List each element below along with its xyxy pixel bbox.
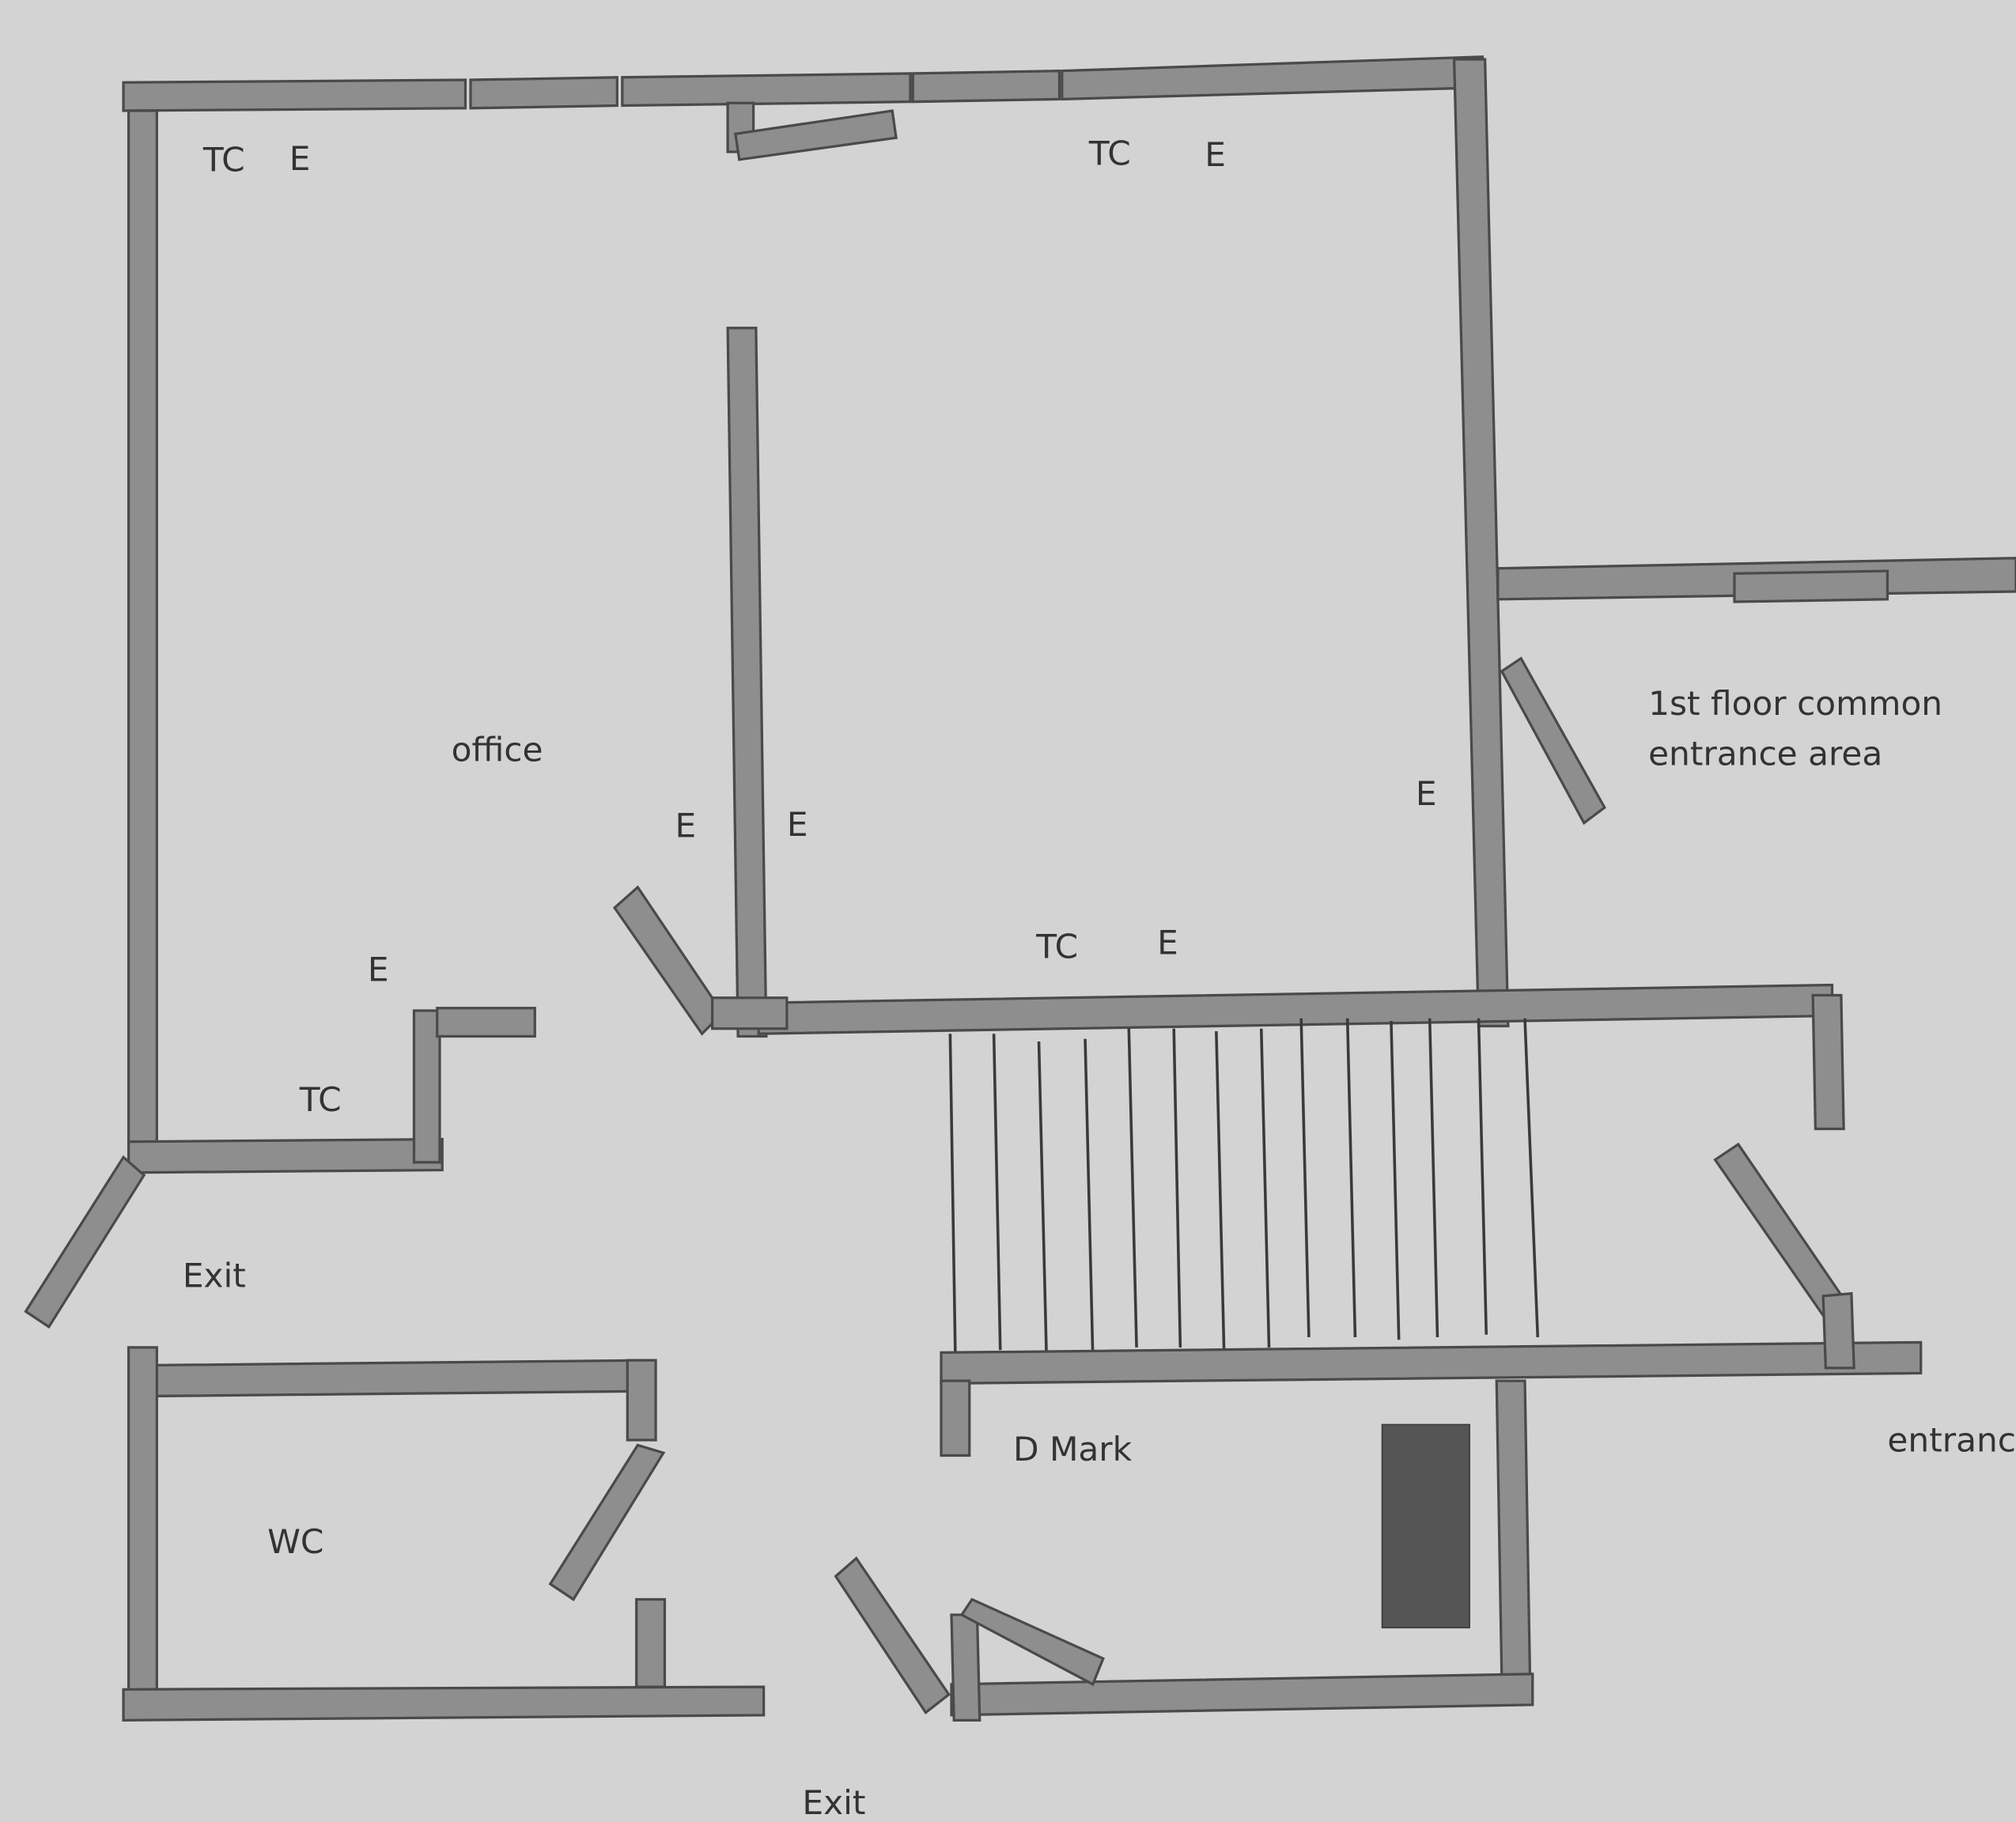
exit-door [24, 1155, 146, 1329]
nook-top [436, 1007, 536, 1038]
label-common-area-2: entrance area [1648, 734, 1882, 773]
wc-left-wall [127, 1346, 158, 1694]
label-e: E [1416, 774, 1437, 813]
label-exit: Exit [183, 1256, 246, 1295]
label-e: E [675, 807, 696, 845]
dmark-door [959, 1597, 1105, 1687]
staircase [948, 1018, 1540, 1361]
wc-stub [635, 1597, 667, 1688]
label-tc: TC [1035, 927, 1078, 966]
exit-door-2 [834, 1556, 951, 1714]
label-e: E [368, 951, 389, 989]
left-wall [127, 109, 158, 1146]
entrance-door [1713, 1142, 1851, 1321]
label-office: office [452, 731, 543, 769]
label-tc: TC [202, 140, 245, 179]
label-wc: WC [267, 1522, 323, 1561]
common-window [1733, 569, 1889, 603]
label-tc: TC [299, 1080, 342, 1119]
label-exit: Exit [802, 1783, 865, 1822]
dmark-post [940, 1379, 971, 1457]
partition-wall [726, 327, 768, 1038]
label-e: E [289, 139, 311, 178]
nook-wall [127, 1137, 444, 1174]
label-e: E [1157, 923, 1178, 962]
wc-door [548, 1443, 666, 1601]
nook-post [412, 1009, 441, 1164]
office-door [612, 885, 724, 1036]
label-e: E [787, 805, 808, 844]
office-bottom-wall [757, 983, 1834, 1035]
label-common-area: 1st floor common [1648, 684, 1942, 723]
dmark-box [1381, 1423, 1470, 1629]
label-e: E [1205, 135, 1226, 174]
stair-bottom-wall [940, 1340, 1923, 1385]
right-wall [1452, 58, 1510, 1028]
label-entrance: entrance [1887, 1421, 2016, 1460]
dmark-right-wall [1495, 1379, 1532, 1678]
dmark-bottom-wall [950, 1673, 1534, 1717]
top-wall [122, 55, 1484, 112]
top-door [734, 109, 898, 161]
wc-post [626, 1359, 657, 1442]
corridor-post [1811, 993, 1845, 1131]
dmark-door-post [950, 1613, 982, 1722]
label-tc: TC [1088, 134, 1131, 172]
label-dmark: D Mark [1013, 1430, 1133, 1469]
common-door [1500, 656, 1606, 826]
wc-bottom-wall [122, 1685, 766, 1722]
wc-top-wall [132, 1359, 652, 1398]
entrance-post [1821, 1291, 1855, 1370]
door-stub [710, 996, 789, 1030]
